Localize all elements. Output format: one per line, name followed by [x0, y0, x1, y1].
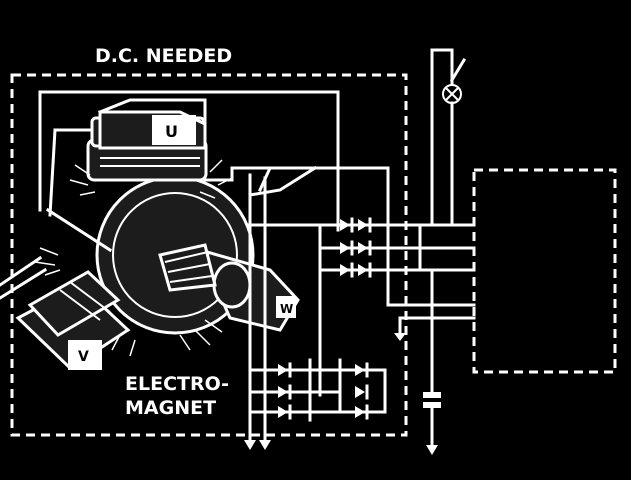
- top-wire-loop: [38, 90, 340, 232]
- dc-needed-enclosure: [10, 73, 408, 437]
- ground-arrow: [259, 440, 271, 450]
- diode: [358, 240, 372, 256]
- diode: [278, 404, 292, 420]
- coil-w-label: W: [280, 302, 293, 316]
- diode: [355, 362, 369, 378]
- diode: [340, 240, 354, 256]
- load-box: [472, 168, 617, 374]
- lamp-switch-circuit: [430, 48, 467, 227]
- diode: [355, 404, 369, 420]
- electromagnet-label-line2: MAGNET: [125, 397, 216, 419]
- electromagnet-label-line1: ELECTRO-: [125, 373, 229, 395]
- diode: [340, 262, 354, 278]
- diode: [358, 262, 372, 278]
- coil-u-label: U: [165, 122, 178, 141]
- diode: [278, 384, 292, 400]
- ground-arrow: [244, 440, 256, 450]
- lower-rectifier-bank: [244, 173, 387, 450]
- upper-rectifier-bank: [246, 217, 422, 397]
- diode: [358, 217, 372, 233]
- diode: [278, 362, 292, 378]
- switch: [449, 57, 467, 83]
- capacitor: [423, 268, 441, 455]
- diode: [340, 217, 354, 233]
- coil-u: U: [86, 98, 208, 182]
- electromagnet-assembly: U V W: [0, 90, 390, 370]
- coil-v-label: V: [78, 349, 89, 365]
- coil-v: V: [15, 270, 131, 370]
- dc-needed-title: D.C. NEEDED: [95, 45, 232, 67]
- ground-arrow: [394, 333, 406, 341]
- diode: [355, 384, 369, 400]
- ground-arrow: [426, 445, 438, 455]
